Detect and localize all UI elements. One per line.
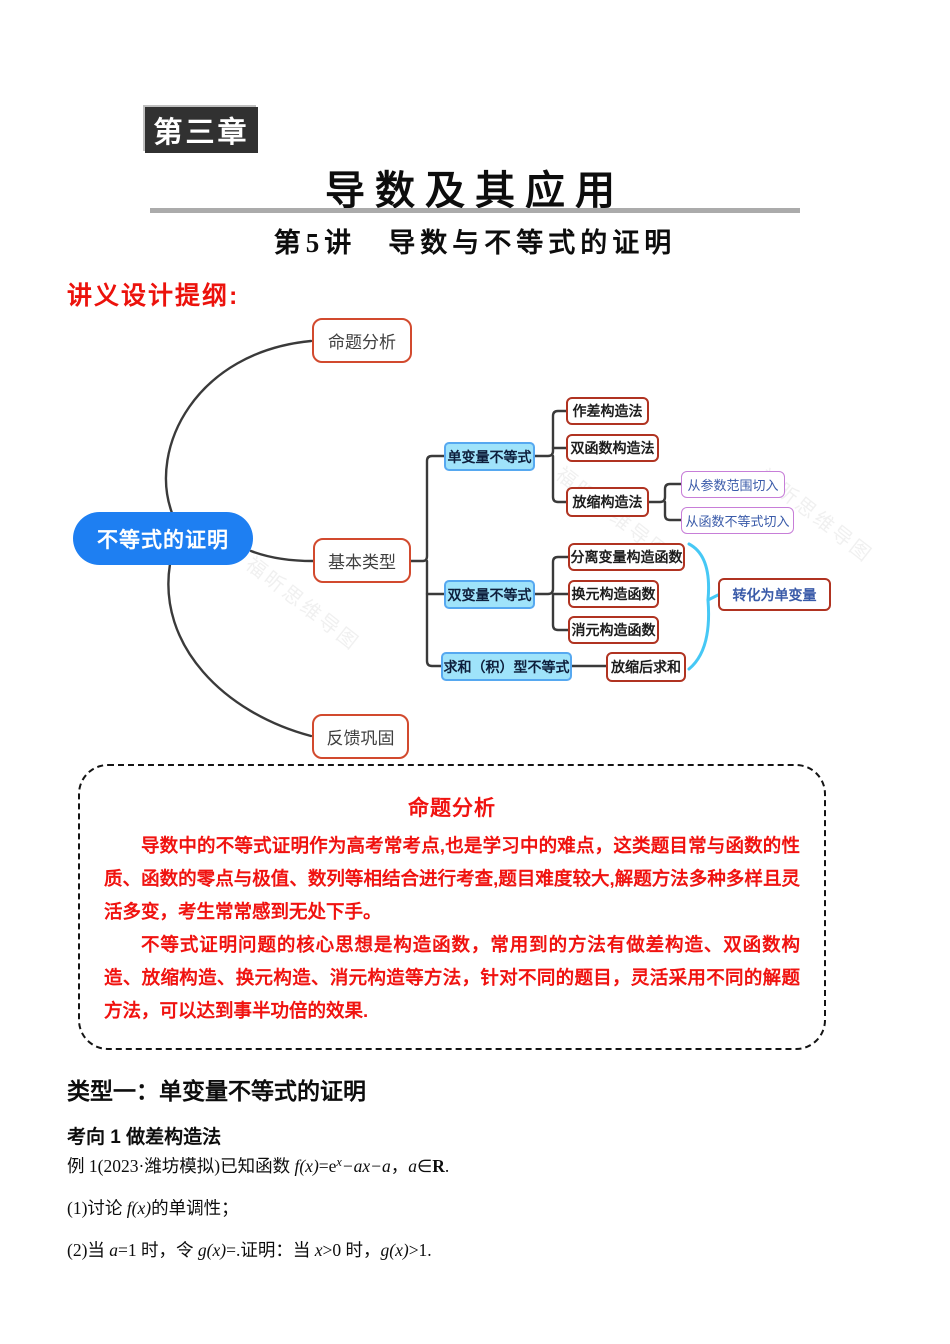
mindmap-node-basic-types: 基本类型 — [313, 538, 411, 583]
math-reals: R — [432, 1156, 445, 1176]
math-equals-e: =e — [318, 1156, 337, 1176]
q2-text-end: >1. — [408, 1240, 432, 1260]
lecture-title: 第5讲 导数与不等式的证明 — [273, 228, 677, 258]
type-one-section: 类型一：单变量不等式的证明 考向 1 做差构造法 例 1(2023·潍坊模拟)已… — [67, 1072, 887, 1279]
math-a: a — [408, 1156, 417, 1176]
mindmap-node-sum-product-type: 求和（积）型不等式 — [441, 652, 572, 681]
book-title: 导数及其应用 — [325, 168, 625, 213]
q2-text-4: >0 时， — [322, 1240, 381, 1260]
math-fx: f(x) — [126, 1198, 152, 1218]
math-gx: g(x) — [197, 1240, 227, 1260]
brace-curve — [687, 542, 720, 671]
mindmap-node-double-function-method: 双函数构造法 — [566, 434, 659, 462]
mindmap-node-from-parameter-range: 从参数范围切入 — [681, 471, 785, 498]
question-2: (2)当 a=1 时，令 g(x)=.证明：当 x>0 时，g(x)>1. — [67, 1237, 887, 1262]
q2-text: (2)当 — [67, 1240, 110, 1260]
mindmap-root-node: 不等式的证明 — [73, 512, 253, 565]
math-fx: f(x) — [294, 1156, 319, 1176]
math-a: a — [109, 1240, 119, 1260]
analysis-box-title: 命题分析 — [408, 797, 496, 820]
element-of-symbol: ∈ — [417, 1156, 433, 1176]
mindmap-node-separate-variables: 分离变量构造函数 — [568, 543, 685, 571]
analysis-paragraph-1: 导数中的不等式证明作为高考常考点,也是学习中的难点，这类题目常与函数的性质、函数… — [104, 835, 800, 922]
mindmap-node-sum-after-scaling: 放缩后求和 — [606, 652, 686, 682]
analysis-paragraph-2: 不等式证明问题的核心思想是构造函数，常用到的方法有做差构造、双函数构造、放缩构造… — [104, 933, 800, 1021]
mindmap-node-elimination: 消元构造函数 — [568, 616, 659, 644]
mindmap-node-analysis: 命题分析 — [312, 318, 412, 363]
mindmap-node-from-function-inequality: 从函数不等式切入 — [681, 507, 794, 534]
mindmap-node-substitution: 换元构造函数 — [568, 580, 659, 608]
chapter-badge: 第三章 — [145, 107, 258, 153]
q1-text-end: 的单调性； — [151, 1198, 239, 1218]
type-one-heading: 类型一：单变量不等式的证明 — [67, 1078, 366, 1104]
mindmap-node-feedback: 反馈巩固 — [312, 714, 409, 759]
direction-heading: 考向 1 做差构造法 — [67, 1127, 222, 1148]
math-exponent-x: x — [336, 1154, 342, 1169]
period: . — [444, 1156, 450, 1176]
outline-label: 讲义设计提纲: — [67, 282, 240, 310]
q2-text-2: =1 时，令 — [118, 1240, 198, 1260]
math-minus-ax-minus-a: −ax−a — [341, 1156, 391, 1176]
mindmap-node-single-variable: 单变量不等式 — [444, 442, 535, 471]
mindmap-node-convert-to-single-variable: 转化为单变量 — [718, 578, 831, 611]
analysis-dashed-box: 命题分析 导数中的不等式证明作为高考常考点,也是学习中的难点，这类题目常与函数的… — [78, 764, 826, 1050]
q1-text: (1)讨论 — [67, 1198, 127, 1218]
title-divider — [150, 208, 800, 213]
mindmap-node-difference-method: 作差构造法 — [566, 397, 649, 425]
math-gx: g(x) — [380, 1240, 409, 1260]
question-1: (1)讨论 f(x)的单调性； — [67, 1195, 887, 1220]
comma: ， — [390, 1156, 409, 1176]
math-x: x — [314, 1240, 323, 1260]
q2-text-3: =.证明：当 — [226, 1240, 315, 1260]
example-text: 例 1(2023·潍坊模拟)已知函数 — [67, 1156, 295, 1176]
mindmap-node-double-variable: 双变量不等式 — [444, 580, 535, 609]
example-statement: 例 1(2023·潍坊模拟)已知函数 f(x)=ex−ax−a，a∈R. — [67, 1153, 887, 1178]
mindmap-node-scaling-method: 放缩构造法 — [566, 487, 649, 517]
